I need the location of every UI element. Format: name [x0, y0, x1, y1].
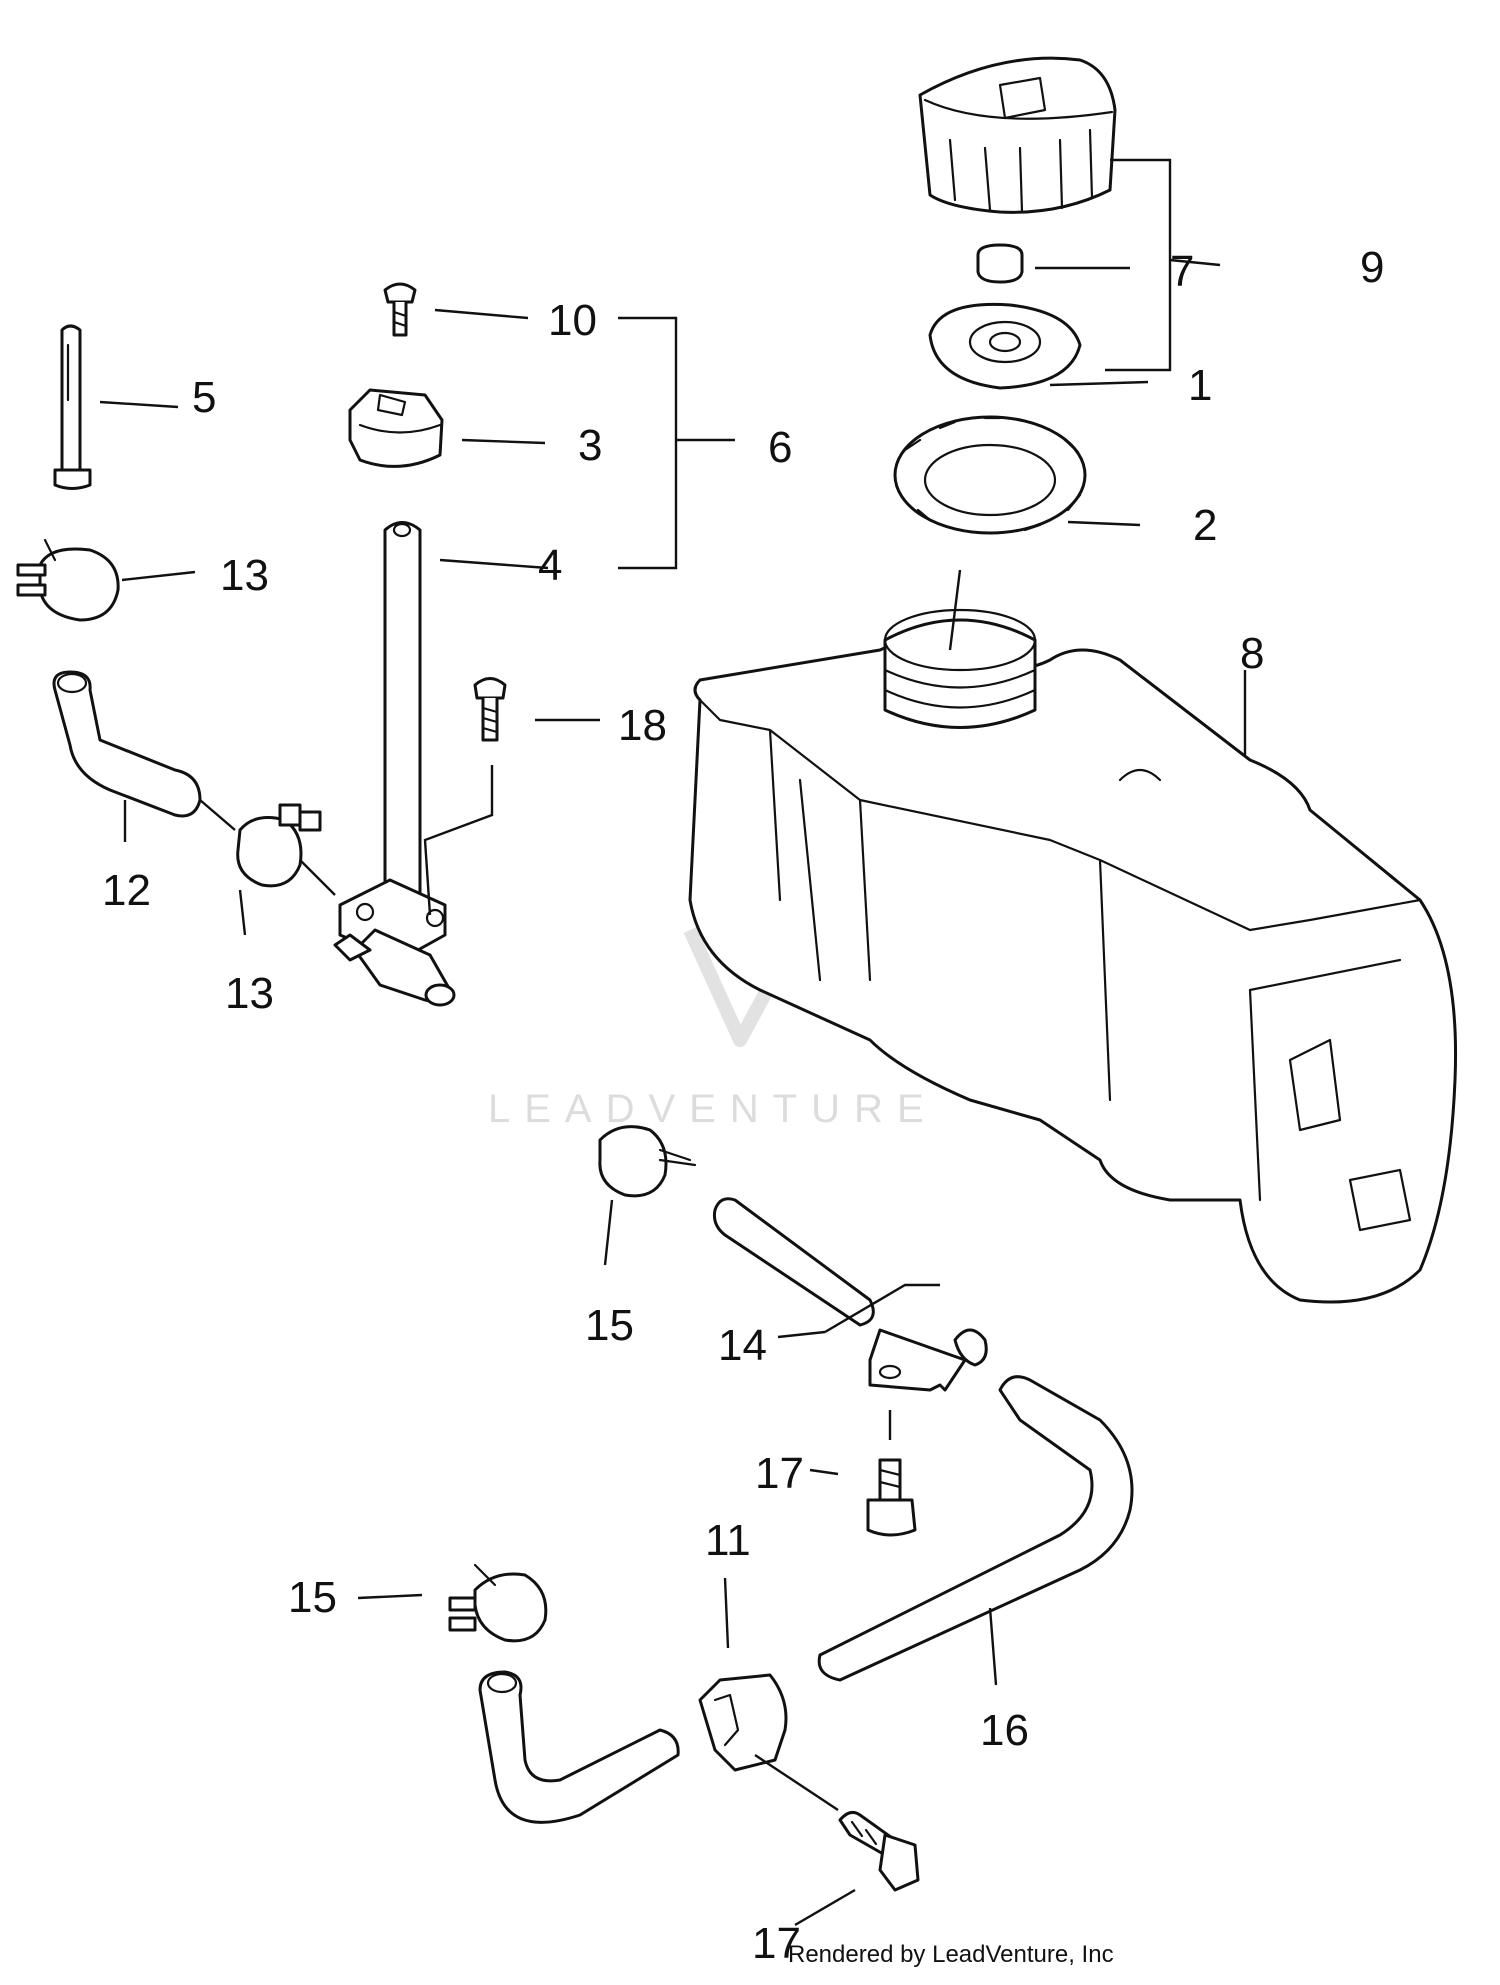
part-pin [53, 324, 92, 490]
part-bolt-17b [838, 1810, 920, 1892]
part-hose-bracket [713, 1197, 988, 1392]
callout-13a: 13 [220, 551, 269, 600]
part-valve-knob [348, 388, 444, 468]
part-screw-10 [383, 282, 417, 337]
part-retaining-ring [893, 415, 1087, 535]
watermark-text: LEADVENTURE [488, 1087, 938, 1131]
callout-9: 9 [1360, 243, 1384, 292]
callout-17a: 17 [755, 1449, 804, 1498]
part-hose-clamp-15a [598, 1125, 697, 1198]
part-fuel-tank [688, 608, 1458, 1304]
part-fuel-cap [918, 56, 1117, 214]
part-bolt-17a [866, 1458, 917, 1537]
leader-lines [99, 158, 1247, 1927]
callout-14: 14 [718, 1321, 767, 1370]
part-shutoff-valve [333, 521, 456, 1007]
part-hose-clamp-15b [448, 1563, 548, 1643]
part-hose-clamp-13a [16, 538, 120, 622]
callout-15a: 15 [585, 1301, 634, 1350]
callout-7: 7 [1170, 247, 1194, 296]
part-hose-clamp-13b [236, 803, 322, 888]
callout-8: 8 [1240, 629, 1264, 678]
callout-3: 3 [578, 421, 602, 470]
part-screw-18 [473, 677, 507, 742]
callout-16: 16 [980, 1706, 1029, 1755]
callout-numbers: 9 7 1 2 8 10 6 3 4 18 5 13 12 13 15 14 1… [102, 243, 1384, 1968]
callout-18: 18 [618, 701, 667, 750]
callout-15b: 15 [288, 1573, 337, 1622]
callout-2: 2 [1193, 501, 1217, 550]
callout-12: 12 [102, 866, 151, 915]
part-fuel-hose-elbow [478, 1670, 680, 1824]
part-fuel-hose-12 [52, 670, 202, 818]
part-hose-clip [698, 1673, 788, 1772]
render-credit: Rendered by LeadVenture, Inc [788, 1941, 1114, 1968]
callout-11: 11 [705, 1516, 751, 1565]
callout-10: 10 [548, 296, 597, 345]
part-fuel-hose-16 [817, 1375, 1134, 1682]
part-cap-seal [928, 302, 1082, 390]
callout-6: 6 [768, 423, 792, 472]
callout-13b: 13 [225, 969, 274, 1018]
part-gasket [976, 243, 1024, 284]
callout-17b: 17 [752, 1919, 801, 1968]
callout-4: 4 [538, 541, 562, 590]
callout-1: 1 [1188, 361, 1212, 410]
callout-5: 5 [192, 373, 216, 422]
